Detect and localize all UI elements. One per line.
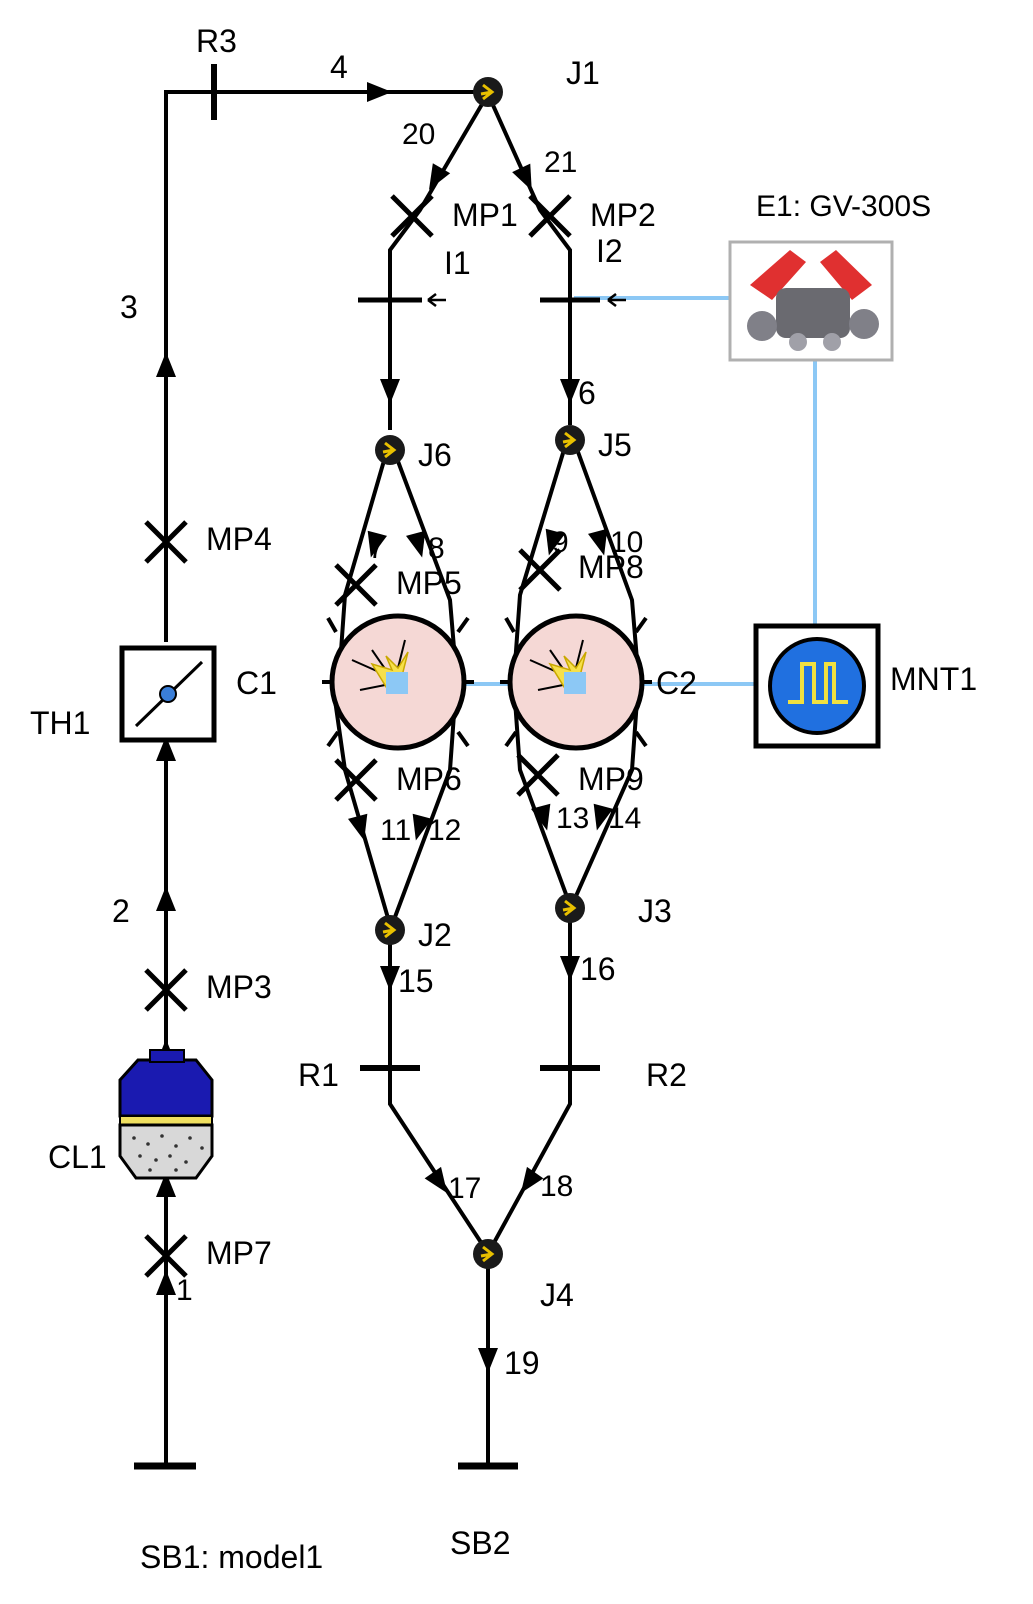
pipe-20[interactable]	[388, 92, 490, 430]
label-cl1: CL1	[48, 1139, 107, 1175]
label-th1: TH1	[30, 705, 90, 741]
pipe-21[interactable]	[486, 93, 572, 425]
pipe-network	[164, 90, 639, 1464]
label-pipe-16: 16	[580, 951, 616, 987]
junction-j3[interactable]	[553, 891, 587, 925]
flow-arrow-21	[512, 163, 541, 195]
label-pipe-8: 8	[428, 532, 445, 565]
junction-j1[interactable]	[471, 75, 505, 109]
monitor-mnt1[interactable]	[753, 623, 881, 749]
label-mp2: MP2	[590, 197, 656, 233]
label-r3: R3	[196, 23, 237, 59]
label-pipe-10: 10	[610, 526, 643, 559]
measurement-point-mp9[interactable]	[518, 755, 558, 795]
label-pipe-14: 14	[608, 802, 641, 835]
label-pipe-20: 20	[402, 118, 435, 151]
label-pipe-11: 11	[380, 814, 411, 847]
pipe-14[interactable]	[570, 699, 639, 906]
pipe-9[interactable]	[513, 429, 572, 666]
label-mnt1: MNT1	[890, 661, 977, 697]
label-pipe-2: 2	[112, 893, 130, 929]
label-c2: C2	[656, 665, 697, 701]
label-mp4: MP4	[206, 521, 272, 557]
cylinder-c1[interactable]	[322, 613, 474, 751]
engine-icon	[747, 250, 879, 351]
throttle-icon	[159, 685, 177, 703]
label-pipe-21: 21	[544, 146, 577, 179]
air-cleaner-icon	[118, 1123, 214, 1180]
label-j1: J1	[566, 55, 600, 91]
flow-arrow-2	[156, 886, 176, 911]
flow-arrow-16	[560, 956, 580, 981]
label-pipe-7: 7	[368, 532, 385, 565]
label-j4: J4	[540, 1277, 574, 1313]
measurement-point-mp2[interactable]	[530, 196, 570, 236]
label-pipe-9: 9	[552, 526, 569, 559]
signal-port-c2	[564, 672, 586, 694]
label-pipe-17: 17	[448, 1172, 481, 1205]
pipe-13[interactable]	[513, 699, 572, 906]
label-i1: I1	[444, 245, 471, 281]
injector-icon	[607, 293, 626, 307]
monitor-icon	[788, 662, 848, 704]
label-mp1: MP1	[452, 197, 518, 233]
flow-arrow-18	[512, 1166, 544, 1199]
flow-arrow-5	[380, 379, 400, 404]
pipe-10[interactable]	[568, 429, 639, 661]
cylinder-c2[interactable]	[500, 613, 652, 751]
label-i2: I2	[596, 233, 623, 269]
flow-arrow-3	[156, 352, 176, 377]
flow-arrow-6	[560, 379, 580, 404]
label-pipe-19: 19	[504, 1345, 540, 1381]
injector-icon	[427, 293, 446, 307]
measurement-point-mp1[interactable]	[392, 196, 432, 236]
label-pipe-15: 15	[398, 963, 434, 999]
flow-arrow-15	[380, 966, 400, 991]
signal-port-c1	[386, 672, 408, 694]
injector-i1[interactable]	[358, 293, 446, 307]
flow-arrow-19	[478, 1348, 498, 1373]
throttle-th1[interactable]	[119, 645, 217, 743]
label-mp3: MP3	[206, 969, 272, 1005]
junction-j6[interactable]	[373, 433, 407, 467]
flow-arrow-4	[367, 82, 392, 102]
label-mp5: MP5	[396, 565, 462, 601]
injector-i2[interactable]	[540, 293, 626, 307]
label-sb2: SB2	[450, 1525, 510, 1561]
label-sb1: SB1: model1	[140, 1539, 323, 1575]
junction-j5[interactable]	[553, 423, 587, 457]
component-labels: R3 J1 4 20 21 MP1 MP2 I1 I2 E1: GV-300S …	[30, 23, 977, 1575]
pipe-8[interactable]	[388, 439, 457, 661]
flow-arrow-11	[348, 813, 374, 844]
label-mp7: MP7	[206, 1235, 272, 1271]
junction-j2[interactable]	[373, 913, 407, 947]
measurement-point-mp6[interactable]	[336, 760, 376, 800]
pipe-12[interactable]	[390, 699, 457, 926]
label-j3: J3	[638, 893, 672, 929]
junction-j4[interactable]	[471, 1237, 505, 1271]
label-pipe-13: 13	[556, 802, 589, 835]
label-pipe-1: 1	[176, 1274, 193, 1307]
label-pipe-12: 12	[428, 814, 461, 847]
label-pipe-4: 4	[330, 49, 348, 85]
air-cleaner-cl1[interactable]	[118, 1049, 214, 1180]
label-mp6: MP6	[396, 761, 462, 797]
label-j5: J5	[598, 427, 632, 463]
label-j6: J6	[418, 437, 452, 473]
label-pipe-3: 3	[120, 289, 138, 325]
label-c1: C1	[236, 665, 277, 701]
label-r1: R1	[298, 1057, 339, 1093]
label-r2: R2	[646, 1057, 687, 1093]
label-j2: J2	[418, 917, 452, 953]
measurement-point-mp5[interactable]	[336, 565, 376, 605]
flow-arrow-13	[531, 803, 557, 834]
label-pipe-18: 18	[540, 1170, 573, 1203]
flow-arrow-1	[156, 1270, 176, 1295]
label-mp9: MP9	[578, 761, 644, 797]
label-engine-e1: E1: GV-300S	[756, 190, 931, 223]
label-mp8: MP8	[578, 549, 644, 585]
engine-e1[interactable]	[728, 240, 894, 362]
label-pipe-6: 6	[578, 375, 596, 411]
